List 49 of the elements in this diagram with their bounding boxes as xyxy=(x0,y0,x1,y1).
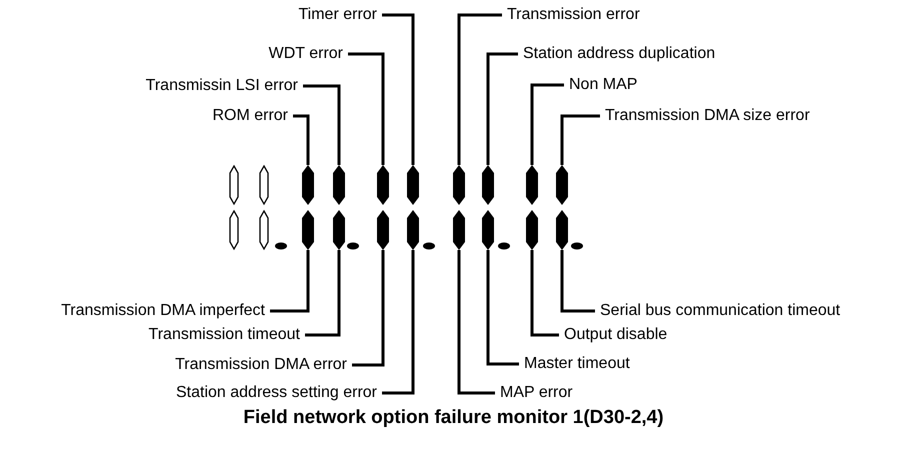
leader-line xyxy=(530,84,564,165)
leader-line xyxy=(382,14,414,165)
display-segment xyxy=(526,210,538,250)
display-segment xyxy=(407,210,419,250)
fault-label: Output disable xyxy=(564,326,668,344)
leader-line xyxy=(293,114,310,165)
fault-label: Timer error xyxy=(298,6,377,24)
display-segment xyxy=(302,165,314,205)
display-segment xyxy=(453,165,465,205)
fault-label: Transmissin LSI error xyxy=(146,77,298,95)
leader-line xyxy=(560,250,595,312)
leader-line xyxy=(270,250,310,312)
display-segment xyxy=(556,210,568,250)
leader-line xyxy=(348,52,384,165)
fault-label: MAP error xyxy=(500,384,573,402)
display-segment xyxy=(333,210,345,250)
display-segment xyxy=(556,165,568,205)
display-segment xyxy=(482,165,494,205)
fault-label: Non MAP xyxy=(569,76,638,94)
leader-line xyxy=(382,250,414,394)
display-segment xyxy=(407,165,419,205)
display-segment xyxy=(526,165,538,205)
leader-line xyxy=(458,250,495,394)
leader-line xyxy=(486,52,518,165)
leader-line xyxy=(352,250,384,366)
leader-line xyxy=(303,84,340,165)
display-segment xyxy=(377,210,389,250)
leader-line xyxy=(458,14,502,165)
fault-label: Transmission DMA imperfect xyxy=(61,302,265,320)
display-segment xyxy=(482,210,494,250)
leader-line xyxy=(305,250,340,336)
display-segment xyxy=(333,165,345,205)
fault-label: Transmission timeout xyxy=(148,326,300,344)
display-segment xyxy=(302,210,314,250)
fault-label: Station address duplication xyxy=(523,45,716,63)
leader-line xyxy=(486,250,519,366)
fault-label: Transmission error xyxy=(507,6,640,24)
fault-label: Serial bus communication timeout xyxy=(600,302,840,320)
fault-label: Station address setting error xyxy=(176,384,377,402)
display-segment xyxy=(377,165,389,205)
display-segment xyxy=(453,210,465,250)
fault-label: ROM error xyxy=(212,107,288,125)
fault-label: Transmission DMA size error xyxy=(605,107,810,125)
fault-label: Master timeout xyxy=(524,355,630,373)
leader-line xyxy=(530,250,559,336)
leader-line xyxy=(560,114,600,165)
fault-label: WDT error xyxy=(268,45,343,63)
fault-label: Transmission DMA error xyxy=(175,356,347,374)
caption: Field network option failure monitor 1(D30-2,4) xyxy=(242,407,665,429)
